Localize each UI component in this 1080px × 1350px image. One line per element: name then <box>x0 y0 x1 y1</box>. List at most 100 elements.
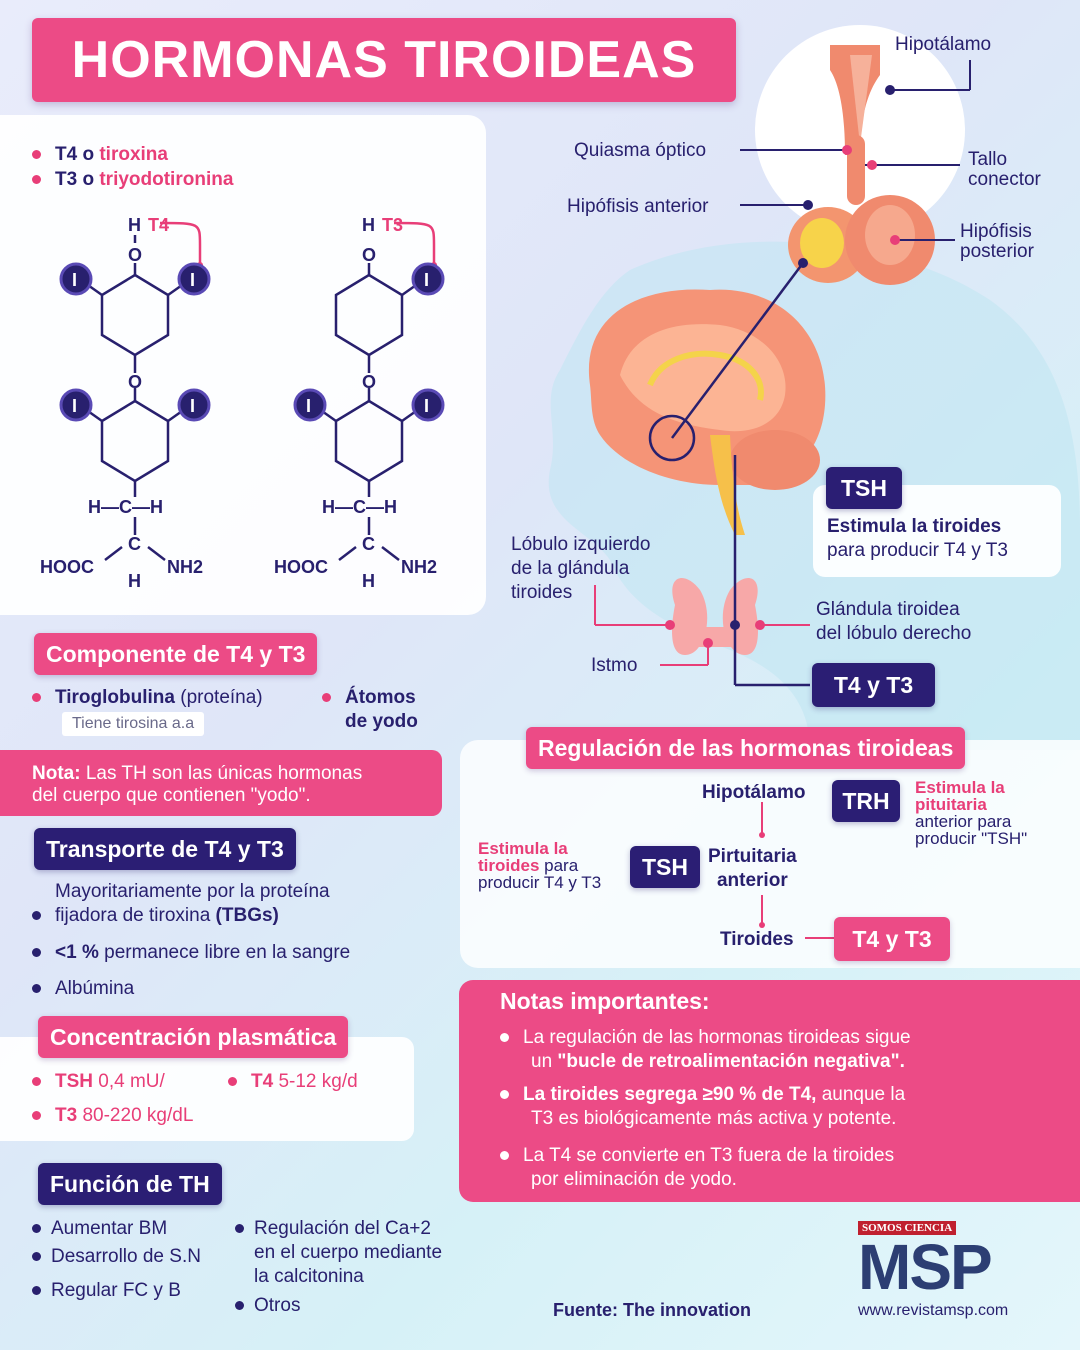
nh2-group: NH2 <box>167 557 203 577</box>
tsh-desc-2: para producir T4 y T3 <box>827 540 1008 561</box>
iodine-atom: I <box>306 396 311 416</box>
funcion-item-5: Otros <box>235 1294 300 1318</box>
brand-name: MSP <box>858 1231 993 1303</box>
atom-o: O <box>128 245 142 265</box>
nota-text: Nota: Las TH son las únicas hormonas del… <box>32 763 363 806</box>
bullet-icon <box>32 175 41 185</box>
atom-h: H <box>128 215 141 235</box>
funcion-item-3: Regular FC y B <box>32 1279 181 1303</box>
nh2-group: NH2 <box>401 557 437 577</box>
notas-item-1: La regulación de las hormonas tiroideas … <box>500 1026 911 1074</box>
hch-row: H—C—H <box>88 497 163 517</box>
reg-tsh-tag: TSH <box>630 846 700 888</box>
bullet-icon <box>32 1077 41 1087</box>
atom-o: O <box>362 245 376 265</box>
trh-tag: TRH <box>832 780 900 822</box>
label-quiasma: Quiasma óptico <box>574 140 707 161</box>
reg-tsh-desc: Estimula la tiroides para producir T4 y … <box>478 839 602 892</box>
bullet-icon <box>235 1224 244 1234</box>
brand-url: www.revistamsp.com <box>858 1302 1009 1319</box>
concentracion-tsh: TSH 0,4 mU/ <box>32 1070 165 1094</box>
reg-tiroides: Tiroides <box>720 929 794 950</box>
bullet-icon <box>32 984 41 994</box>
iodine-atom: I <box>72 270 77 290</box>
intro-t4: T4 o tiroxina <box>32 143 168 167</box>
bullet-icon <box>32 1286 41 1296</box>
tsh-tag: TSH <box>826 467 902 509</box>
notas-panel <box>459 980 1080 1202</box>
regulacion-heading: Regulación de las hormonas tiroideas <box>526 727 966 769</box>
iodine-atom: I <box>424 396 429 416</box>
nota-box <box>0 750 442 816</box>
regulacion-panel <box>460 740 1080 968</box>
brand-tagline: SOMOS CIENCIA <box>858 1221 957 1235</box>
atom-c: C <box>362 534 375 554</box>
atom-c: C <box>128 534 141 554</box>
notas-heading: Notas importantes: <box>500 988 710 1014</box>
reg-t4-t3-tag: T4 y T3 <box>834 917 950 961</box>
bullet-icon <box>32 150 41 160</box>
source-text: Fuente: The innovation <box>553 1300 751 1320</box>
atom-o: O <box>128 372 142 392</box>
trh-desc: Estimula la pituitaria anterior para pro… <box>915 778 1028 848</box>
transporte-heading: Transporte de T4 y T3 <box>34 828 296 870</box>
bullet-icon <box>32 693 41 703</box>
funcion-heading: Función de TH <box>38 1163 222 1205</box>
atom-h: H <box>362 215 375 235</box>
page-title: HORMONAS TIROIDEAS <box>71 31 697 89</box>
transporte-item-3: Albúmina <box>32 977 134 1001</box>
t4-tag: T4 <box>148 215 169 235</box>
bullet-icon <box>32 948 41 958</box>
concentracion-t4: T4 5-12 kg/d <box>228 1070 358 1094</box>
componente-note: Tiene tirosina a.a <box>62 712 205 736</box>
bullet-icon <box>500 1090 509 1100</box>
iodine-atom: I <box>190 396 195 416</box>
title-banner: HORMONAS TIROIDEAS <box>32 18 736 102</box>
brand-logo: SOMOS CIENCIA MSP www.revistamsp.com <box>858 1218 1044 1320</box>
bullet-icon <box>500 1033 509 1043</box>
iodine-atom: I <box>190 270 195 290</box>
t4-molecule-diagram: H T4 O O I I I I H—C—H C HOOC NH2 H <box>40 215 211 591</box>
label-hipofisis-anterior: Hipófisis anterior <box>567 196 709 217</box>
label-hipotalamo: Hipotálamo <box>895 34 992 55</box>
structures-panel <box>0 115 486 615</box>
bullet-icon <box>32 1224 41 1234</box>
bullet-icon <box>32 1111 41 1121</box>
t3-molecule-diagram: H T3 O O I I I H—C—H C HOOC NH2 H <box>274 215 445 591</box>
regulacion-connectors <box>759 802 835 939</box>
tsh-desc-1: Estimula la tiroides <box>827 516 1002 537</box>
t3-tag: T3 <box>382 215 403 235</box>
funcion-item-2: Desarrollo de S.N <box>32 1245 201 1269</box>
atom-o: O <box>362 372 376 392</box>
concentracion-heading: Concentración plasmática <box>38 1016 349 1058</box>
transporte-item-1: Mayoritariamente por la proteína fijador… <box>32 880 330 928</box>
bullet-icon <box>235 1301 244 1311</box>
hooc-group: HOOC <box>274 557 328 577</box>
componente-item-2: Átomos <box>322 686 416 710</box>
hooc-group: HOOC <box>40 557 94 577</box>
funcion-item-1: Aumentar BM <box>32 1217 167 1241</box>
intro-t3: T3 o triyodotironina <box>32 168 233 192</box>
atom-h: H <box>362 571 375 591</box>
componente-item-2-cont: de yodo <box>345 711 418 732</box>
anatomy-illustration <box>588 25 971 687</box>
concentracion-t3: T3 80-220 kg/dL <box>32 1104 193 1128</box>
iodine-atom: I <box>72 396 77 416</box>
bullet-icon <box>322 693 331 703</box>
bullet-icon <box>32 911 41 921</box>
transporte-item-2: <1 % permanece libre en la sangre <box>32 941 350 965</box>
notas-item-2: La tiroides segrega ≥90 % de T4, aunque … <box>500 1083 905 1131</box>
notas-item-3: La T4 se convierte en T3 fuera de la tir… <box>500 1144 894 1192</box>
atom-h: H <box>128 571 141 591</box>
componente-item-1: Tiroglobulina (proteína) <box>32 686 263 710</box>
hch-row: H—C—H <box>322 497 397 517</box>
iodine-atom: I <box>424 270 429 290</box>
t4-t3-tag: T4 y T3 <box>812 663 935 707</box>
bullet-icon <box>500 1151 509 1161</box>
reg-hipotalamo: Hipotálamo <box>702 782 806 803</box>
